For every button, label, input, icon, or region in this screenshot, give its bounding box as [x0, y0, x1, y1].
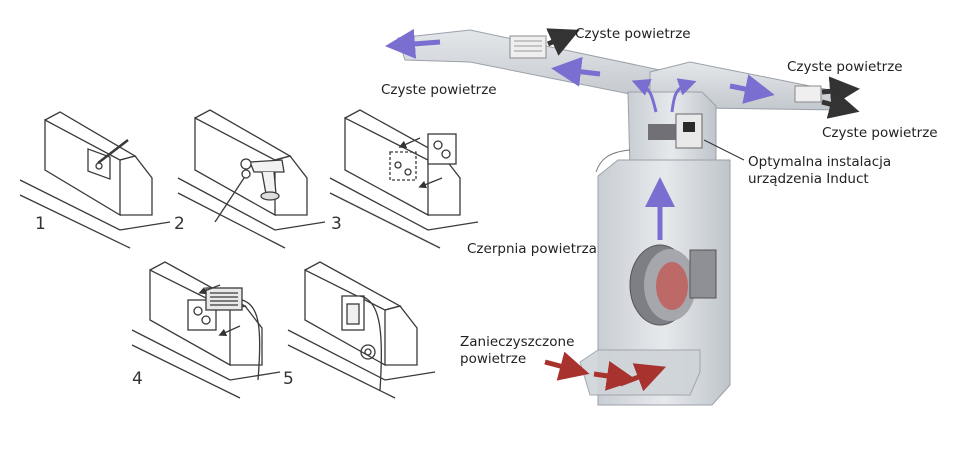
label-polluted-air-line1: Zanieczyszczone: [460, 334, 575, 350]
arrow-clean-mid: [551, 56, 601, 87]
step-number-4: 4: [132, 369, 143, 389]
arrow-exit-top: [546, 28, 580, 56]
label-air-intake: Czerpnia powietrza: [467, 241, 597, 257]
arrow-clean-left: [385, 28, 441, 59]
arrow-clean-right: [729, 74, 775, 104]
label-clean-air-right-top: Czyste powietrze: [787, 59, 903, 75]
arrow-curve-right: [670, 78, 697, 113]
induct-device: [648, 113, 703, 149]
fan-blower: [629, 244, 717, 326]
label-optimal-install: Optymalna instalacja urządzenia Induct: [748, 154, 891, 188]
label-clean-air-left: Czyste powietrze: [381, 82, 497, 98]
step-number-3: 3: [331, 214, 342, 234]
step-3-illustration: [329, 109, 479, 249]
step-number-2: 2: [174, 214, 185, 234]
airflow-arrows: [385, 28, 860, 392]
arrow-polluted-1: [544, 351, 590, 381]
arrow-polluted-2: [593, 361, 637, 391]
label-clean-air-top: Czyste powietrze: [575, 26, 691, 42]
arrow-curve-left: [631, 78, 658, 113]
arrow-exit-right-1: [821, 76, 860, 107]
leader-optymalna: [703, 139, 745, 161]
label-polluted-air-line2: powietrze: [460, 351, 527, 367]
step-5-illustration: [287, 261, 436, 399]
label-optimal-install-line2: urządzenia Induct: [748, 171, 869, 187]
step-4-illustration: [131, 261, 281, 399]
arrow-exit-right-2: [821, 89, 860, 119]
duct-grille-right: [794, 85, 822, 103]
label-polluted-air: Zanieczyszczone powietrze: [460, 334, 574, 368]
step-1-illustration: [19, 111, 171, 249]
label-optimal-install-line1: Optymalna instalacja: [748, 154, 892, 170]
step-number-1: 1: [35, 214, 46, 234]
step-2-illustration: [177, 109, 326, 249]
arrow-polluted-3: [619, 363, 667, 392]
duct-grille-top: [509, 35, 547, 59]
label-clean-air-right-bottom: Czyste powietrze: [822, 125, 938, 141]
step-number-5: 5: [283, 369, 294, 389]
